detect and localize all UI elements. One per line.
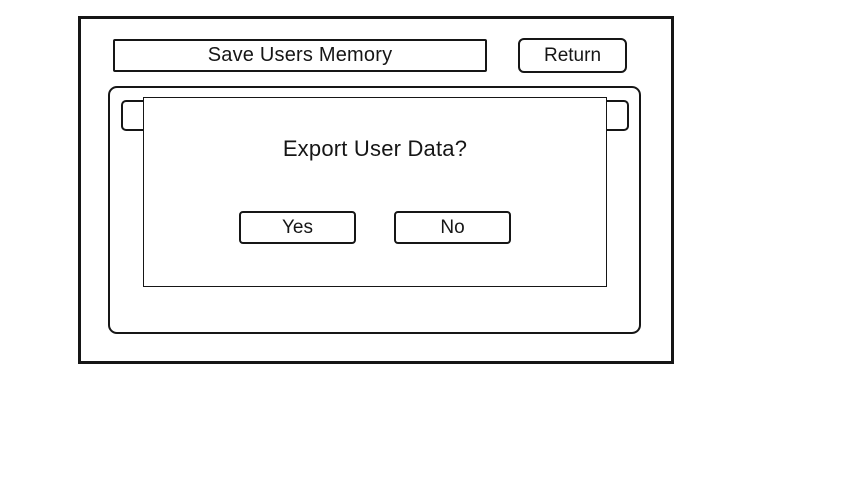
content-panel: Export User Data? Yes No: [108, 86, 641, 334]
title-bar: Save Users Memory: [113, 39, 487, 72]
yes-button[interactable]: Yes: [239, 211, 356, 244]
no-button[interactable]: No: [394, 211, 511, 244]
app-window: Save Users Memory Return Export User Dat…: [78, 16, 674, 364]
return-button[interactable]: Return: [518, 38, 627, 73]
export-dialog: Export User Data? Yes No: [143, 97, 607, 287]
dialog-message: Export User Data?: [282, 136, 468, 161]
